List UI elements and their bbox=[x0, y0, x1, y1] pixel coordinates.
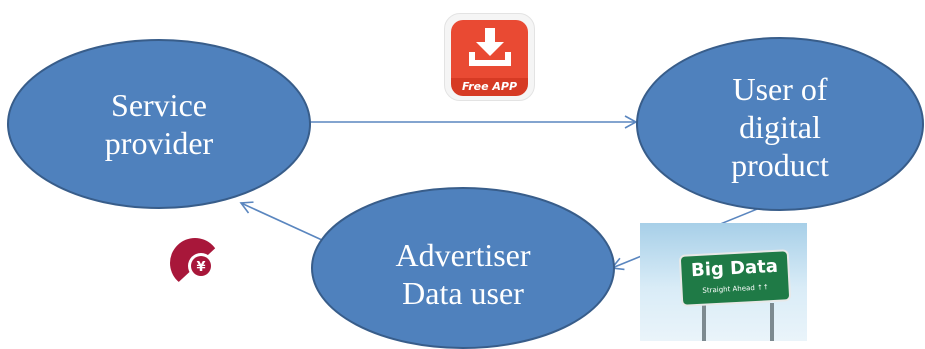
label-user-of-digital-product: User of digital product bbox=[690, 67, 870, 187]
yuan-coin-icon: ¥ bbox=[170, 236, 240, 290]
label-line: product bbox=[731, 147, 829, 183]
sign-post-right bbox=[770, 303, 774, 341]
app-icon-band bbox=[451, 78, 528, 96]
label-line: provider bbox=[104, 125, 214, 161]
download-icon bbox=[469, 28, 511, 66]
node-user-of-digital-product bbox=[636, 37, 924, 211]
label-line: User of bbox=[732, 71, 828, 107]
label-line: Service bbox=[111, 87, 207, 123]
label-line: digital bbox=[739, 109, 821, 145]
arrow-advertiser-to-provider bbox=[239, 201, 323, 241]
free-app-label: Free APP bbox=[461, 80, 518, 93]
sign-board: Big Data Straight Ahead ↑↑ bbox=[678, 249, 792, 307]
label-line: Advertiser bbox=[395, 237, 531, 273]
node-service-provider bbox=[7, 39, 311, 209]
label-line: Data user bbox=[402, 275, 524, 311]
label-advertiser-data-user: Advertiser Data user bbox=[363, 232, 563, 316]
label-service-provider: Service provider bbox=[59, 82, 259, 166]
sign-post-left bbox=[702, 303, 706, 341]
free-app-icon: Free APP bbox=[444, 13, 535, 101]
big-data-road-sign-image: Big Data Straight Ahead ↑↑ bbox=[640, 223, 807, 341]
node-advertiser-data-user bbox=[311, 187, 615, 349]
sign-title: Big Data bbox=[690, 255, 779, 282]
svg-text:¥: ¥ bbox=[196, 260, 205, 275]
sign-subtitle: Straight Ahead ↑↑ bbox=[702, 283, 769, 295]
